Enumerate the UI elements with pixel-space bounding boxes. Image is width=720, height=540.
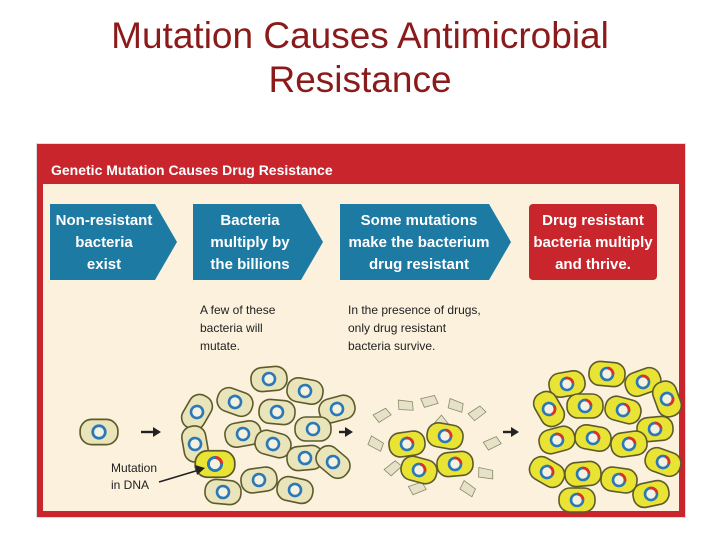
callout-line1: Mutation	[111, 461, 157, 475]
note3-line1: In the presence of drugs,	[348, 303, 481, 317]
callout-line2: in DNA	[111, 478, 149, 492]
note2-line3: mutate.	[200, 339, 240, 353]
step2-line3: the billions	[210, 256, 289, 273]
slide-title-line2: Resistance	[268, 59, 452, 100]
note2-line2: bacteria will	[200, 321, 263, 335]
callout-pointer	[158, 469, 200, 483]
note3-line2: only drug resistant	[348, 321, 447, 335]
step3-line1: Some mutations	[361, 212, 478, 229]
step4-line1: Drug resistant	[542, 212, 644, 229]
single-bacterium	[78, 418, 120, 446]
note2-line1: A few of these	[200, 303, 276, 317]
step4-line2: bacteria multiply	[533, 234, 653, 251]
step-arrow-1	[50, 204, 177, 280]
step2-line2: multiply by	[210, 234, 290, 251]
step1-line3: exist	[87, 256, 121, 273]
step4-line3: and thrive.	[555, 256, 631, 273]
step3-line2: make the bacterium	[349, 234, 490, 251]
step-box-4	[529, 204, 657, 280]
step2-line1: Bacteria	[220, 212, 280, 229]
step1-line2: bacteria	[75, 234, 133, 251]
step-arrow-3	[340, 204, 511, 280]
slide-title-line1: Mutation Causes Antimicrobial	[111, 15, 609, 56]
step-arrow-2	[193, 204, 323, 280]
note3-line3: bacteria survive.	[348, 339, 435, 353]
banner-title: Genetic Mutation Causes Drug Resistance	[51, 162, 333, 178]
slide-title: Mutation Causes Antimicrobial Resistance	[0, 14, 720, 102]
step3-line3: drug resistant	[369, 256, 469, 273]
drug-resistance-diagram: Genetic Mutation Causes Drug Resistance …	[36, 143, 686, 518]
step1-line1: Non-resistant	[56, 212, 153, 229]
